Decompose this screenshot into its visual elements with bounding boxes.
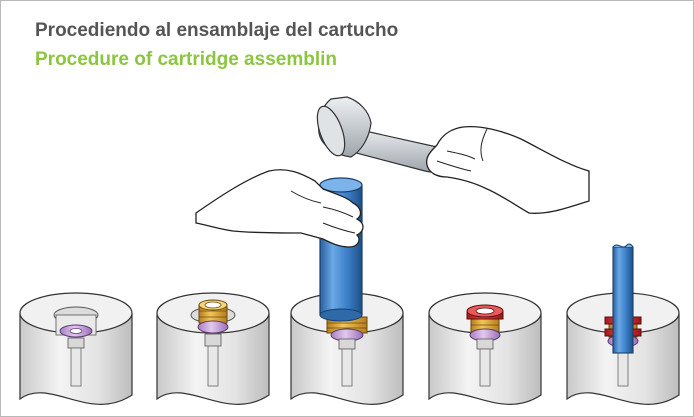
title-english: Procedure of cartridge assemblin <box>35 49 337 70</box>
title-spanish: Procediendo al ensamblaje del cartucho <box>35 20 399 41</box>
cartridge-block-icon <box>19 292 133 405</box>
hand-icon <box>425 125 590 214</box>
drive-rod-icon <box>612 243 634 354</box>
cartridge-block-icon <box>428 292 542 405</box>
cartridge-block-icon <box>156 292 270 405</box>
hand-icon <box>195 169 364 248</box>
